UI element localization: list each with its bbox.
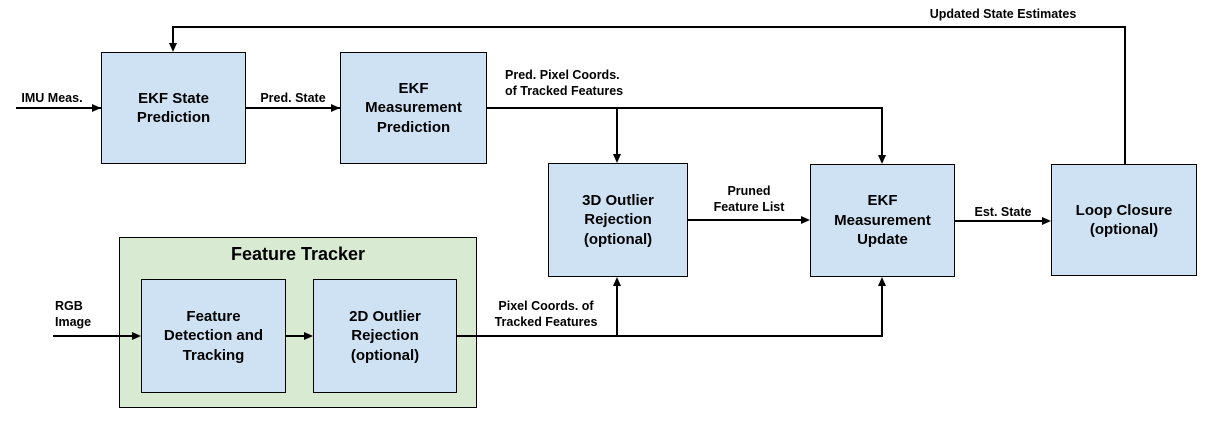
edge-pixel-coords-to-meas-update-line xyxy=(881,283,883,337)
edge-detection-to-2d-outlier-line xyxy=(286,335,306,337)
label-pred-pixel-coords: Pred. Pixel Coords. of Tracked Features xyxy=(505,68,624,99)
node-3d-outlier-rejection: 3D Outlier Rejection (optional) xyxy=(548,163,688,277)
label-pixel-coords-tracked: Pixel Coords. of Tracked Features xyxy=(494,299,598,330)
edge-updated-state-top-line xyxy=(172,26,1126,28)
edge-pixel-coords-to-3d-outlier-line xyxy=(616,283,618,337)
label-updated-state-estimates: Updated State Estimates xyxy=(929,7,1077,21)
label-est-state: Est. State xyxy=(974,205,1032,219)
edge-imu-line xyxy=(16,107,101,109)
node-loop-closure: Loop Closure (optional) xyxy=(1051,164,1197,276)
edge-pred-state-arrowhead xyxy=(331,104,340,112)
edge-detection-to-2d-outlier-arrowhead xyxy=(304,332,313,340)
node-ekf-measurement-update: EKF Measurement Update xyxy=(810,164,955,277)
edge-pred-pixel-coords-line xyxy=(487,107,883,109)
node-ekf-measurement-prediction: EKF Measurement Prediction xyxy=(340,52,487,164)
node-ekf-state-prediction: EKF State Prediction xyxy=(101,52,246,164)
edge-est-state-line xyxy=(955,220,1043,222)
edge-updated-state-right-line xyxy=(1124,26,1126,164)
edge-updated-state-left-line xyxy=(172,26,174,46)
label-pred-state: Pred. State xyxy=(260,91,326,105)
edge-pred-state-line xyxy=(246,107,340,109)
label-imu-meas: IMU Meas. xyxy=(21,91,83,105)
label-rgb-image: RGB Image xyxy=(55,299,92,330)
edge-pruned-feature-list-line xyxy=(688,219,802,221)
edge-branch-to-meas-update-arrowhead xyxy=(878,155,886,164)
edge-pixel-coords-to-meas-update-arrowhead xyxy=(878,277,886,286)
edge-branch-to-meas-update-line xyxy=(881,107,883,157)
edge-rgb-image-line xyxy=(53,335,134,337)
edge-branch-to-3d-outlier-arrowhead xyxy=(613,154,621,163)
edge-pixel-coords-to-3d-outlier-arrowhead xyxy=(613,277,621,286)
edge-updated-state-arrowhead xyxy=(169,43,177,52)
edge-rgb-image-arrowhead xyxy=(132,332,141,340)
edge-pixel-coords-line xyxy=(457,335,883,337)
edge-imu-arrowhead xyxy=(92,104,101,112)
node-feature-detection-tracking: Feature Detection and Tracking xyxy=(141,279,286,393)
edge-est-state-arrowhead xyxy=(1042,217,1051,225)
feature-tracker-group-title: Feature Tracker xyxy=(230,244,366,264)
edge-pruned-feature-list-arrowhead xyxy=(801,216,810,224)
label-pruned-feature-list: Pruned Feature List xyxy=(713,184,785,215)
edge-branch-to-3d-outlier-line xyxy=(616,107,618,157)
node-2d-outlier-rejection: 2D Outlier Rejection (optional) xyxy=(313,279,457,393)
